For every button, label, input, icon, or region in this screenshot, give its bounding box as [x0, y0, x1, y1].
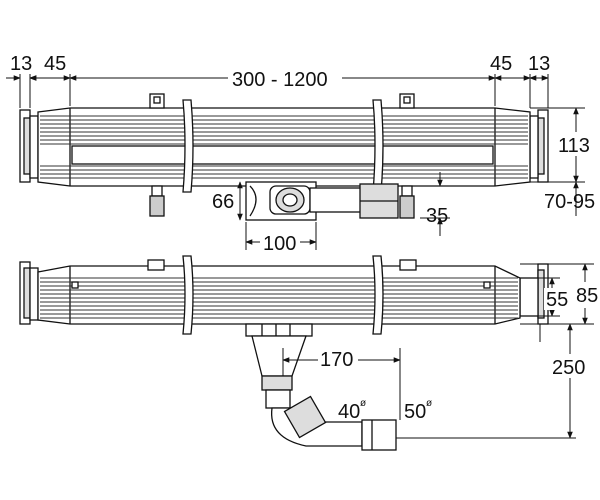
- dim-outlet-height: 66: [212, 191, 234, 213]
- dim-end-offset-right: 45: [490, 53, 512, 75]
- dim-total-height: 250: [552, 357, 585, 379]
- trap-and-pipe: [245, 323, 397, 451]
- dim-outlet-offset: 35: [426, 205, 448, 227]
- dim-channel-height: 113: [558, 135, 590, 157]
- top-dimension-labels: 13 45 300 - 1200 45 13 113 70-95 66 35 1…: [8, 52, 595, 255]
- dim-end-clearance-left: 13: [10, 53, 32, 75]
- right-end-cap-bottom: [519, 263, 549, 325]
- dim-trap-offset: 170: [320, 349, 353, 371]
- top-view: [19, 93, 549, 221]
- left-end-cap: [19, 109, 39, 183]
- dim-outlet-width: 100: [263, 233, 296, 255]
- dim-end-clearance-right: 13: [528, 53, 550, 75]
- bottom-dimension-labels: 85 55 250 170 40 ø 50 ø: [318, 282, 600, 423]
- left-end-cap-bottom: [19, 261, 39, 325]
- dim-inner-height: 55: [546, 289, 568, 311]
- dim-outer-pipe-diameter: 50: [404, 401, 426, 423]
- dim-inner-pipe-diameter: 40: [338, 401, 360, 423]
- outlet-trap-top: [245, 181, 399, 221]
- right-end-cap: [529, 109, 549, 183]
- diameter-symbol-40: ø: [360, 398, 366, 409]
- adjustable-feet: [149, 185, 415, 219]
- diameter-symbol-50: ø: [426, 398, 432, 409]
- dim-frame-height: 85: [576, 285, 598, 307]
- dim-channel-length: 300 - 1200: [232, 69, 328, 91]
- dim-end-offset-left: 45: [44, 53, 66, 75]
- channel-body-top: [37, 93, 531, 193]
- channel-body-bottom: [37, 255, 521, 335]
- dim-adjustable-height: 70-95: [544, 191, 595, 213]
- bottom-view: [19, 255, 549, 451]
